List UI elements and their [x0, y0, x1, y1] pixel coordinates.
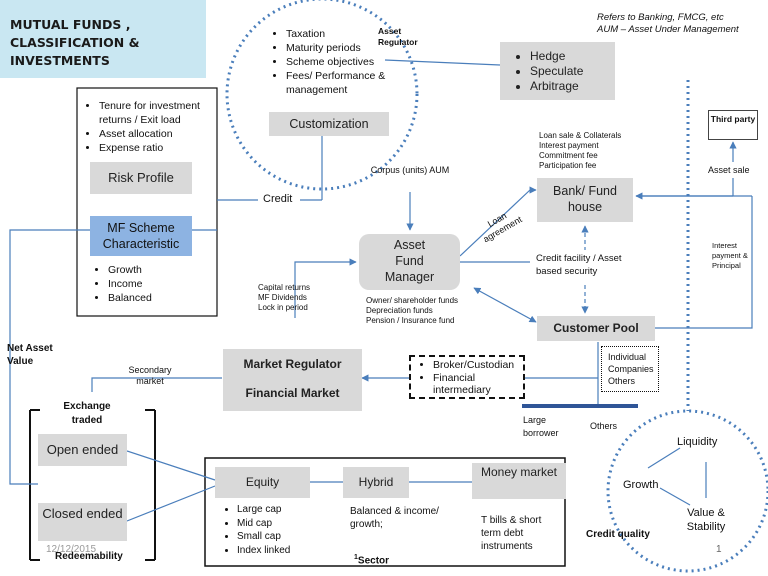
credit-quality-label: Credit quality [586, 529, 650, 540]
mf-type-item: Growth [108, 263, 218, 277]
title-banner [0, 0, 206, 78]
hedge-item: Arbitrage [530, 79, 615, 94]
equity-item: Index linked [237, 544, 347, 558]
hedge-item: Hedge [530, 49, 615, 64]
regulator-list: Taxation Maturity periods Scheme objecti… [270, 27, 411, 97]
mf-scheme-box: MF Scheme Characteristic [90, 216, 192, 256]
sector-border [204, 457, 566, 567]
interest-payment-label: Interest payment & Principal [712, 241, 748, 270]
secondary-market-label: Secondary market [128, 365, 172, 386]
hedge-box: Hedge Speculate Arbitrage [500, 42, 615, 100]
left-panel-border [76, 87, 218, 317]
capital-returns-item: MF Dividends [258, 293, 307, 302]
owner-funds-item: Owner/ shareholder funds [366, 296, 459, 305]
owner-funds-item: Pension / Insurance fund [366, 316, 455, 325]
left-panel-list: Tenure for investment returns / Exit loa… [83, 99, 231, 155]
equity-list: Large cap Mid cap Small cap Index linked [221, 503, 347, 557]
third-party-box: Third party [708, 110, 758, 140]
customer-pool-box: Customer Pool [537, 316, 655, 341]
credit-facility-label: Credit facility / Asset based security [536, 253, 622, 277]
money-desc: T bills & short term debt instruments [481, 515, 542, 552]
individual-item: Others [608, 376, 636, 386]
bank-note-item: Loan sale & Collaterals [539, 131, 622, 140]
sector-superscript: 1 [354, 554, 358, 561]
mf-type-item: Balanced [108, 291, 218, 305]
mf-type-item: Income [108, 277, 218, 291]
note-refers: Refers to Banking, FMCG, etc [597, 12, 724, 23]
liquidity-label: Liquidity [677, 436, 718, 448]
equity-item: Small cap [237, 530, 347, 544]
money-market-box: Money market [472, 463, 566, 499]
credit-quality-dotted-circle [606, 409, 768, 573]
asset-fund-manager-box: Asset Fund Manager [359, 234, 460, 290]
bank-note-item: Commitment fee [539, 151, 598, 160]
broker-item: Financial intermediary [433, 372, 523, 397]
exchange-traded-label: Exchange traded [63, 401, 111, 426]
sector-text: Sector [357, 555, 390, 567]
large-borrower-label: Large borrower [523, 415, 559, 438]
regulator-item: Fees/ Performance & management [286, 69, 411, 97]
individual-item: Individual [608, 352, 647, 362]
hybrid-box: Hybrid [343, 467, 409, 498]
equity-item: Mid cap [237, 517, 347, 531]
closed-ended-box: Closed ended [38, 503, 127, 541]
market-regulator-box: Market Regulator Financial Market [223, 349, 362, 411]
others-label: Others [590, 421, 618, 431]
capital-returns-item: Capital returns [258, 283, 311, 292]
page-number: 1 [716, 544, 722, 555]
individual-item: Companies [608, 364, 654, 374]
hybrid-desc: Balanced & income/ growth; [350, 506, 439, 530]
broker-box: Broker/Custodian Financial intermediary [409, 355, 525, 399]
net-asset-value-label: Net Asset Value [7, 343, 53, 367]
bank-note-item: Participation fee [539, 161, 597, 170]
regulator-dotted-circle [225, 0, 419, 191]
capital-returns-label: Capital returns MF Dividends Lock in per… [258, 283, 338, 313]
value-stability-label: Value & Stability [686, 507, 726, 533]
date-label: 12/12/2015 [46, 544, 97, 555]
page-title: MUTUAL FUNDS , CLASSIFICATION & INVESTME… [10, 17, 140, 68]
asset-sale-label: Asset sale [708, 165, 750, 175]
mf-types-list: Growth Income Balanced [92, 263, 218, 305]
sector-label: 1Sector [354, 554, 389, 566]
hedge-item: Speculate [530, 64, 615, 79]
note-aum: AUM – Asset Under Management [597, 24, 739, 35]
broker-item: Broker/Custodian [433, 359, 523, 372]
individual-box: Individual Companies Others [601, 346, 659, 392]
asset-regulator-label: Asset Regulator [378, 26, 418, 47]
equity-item: Large cap [237, 503, 347, 517]
bank-note-item: Interest payment [539, 141, 599, 150]
growth-label: Growth [623, 479, 659, 491]
left-panel-item: Asset allocation [99, 127, 231, 141]
owner-funds-item: Depreciation funds [366, 306, 433, 315]
capital-returns-item: Lock in period [258, 303, 308, 312]
regulator-item: Maturity periods [286, 41, 411, 55]
open-ended-box: Open ended [38, 434, 127, 466]
market-regulator-label: Market Regulator [243, 357, 342, 371]
equity-box: Equity [215, 467, 310, 498]
credit-label: Credit [263, 193, 293, 205]
redeemability-label: Redeemability [55, 551, 123, 562]
bank-fund-house-box: Bank/ Fund house [537, 178, 633, 222]
corpus-label: Corpus (units) AUM [370, 165, 450, 175]
left-panel-item: Expense ratio [99, 141, 231, 155]
bank-notes: Loan sale & Collaterals Interest payment… [539, 131, 649, 171]
owner-funds-label: Owner/ shareholder funds Depreciation fu… [366, 296, 496, 326]
regulator-item: Scheme objectives [286, 55, 411, 69]
left-panel-item: Tenure for investment returns / Exit loa… [99, 99, 231, 127]
risk-profile-box: Risk Profile [90, 162, 192, 194]
regulator-item: Taxation [286, 27, 411, 41]
customization-box: Customization [269, 112, 389, 136]
financial-market-label: Financial Market [245, 386, 340, 400]
